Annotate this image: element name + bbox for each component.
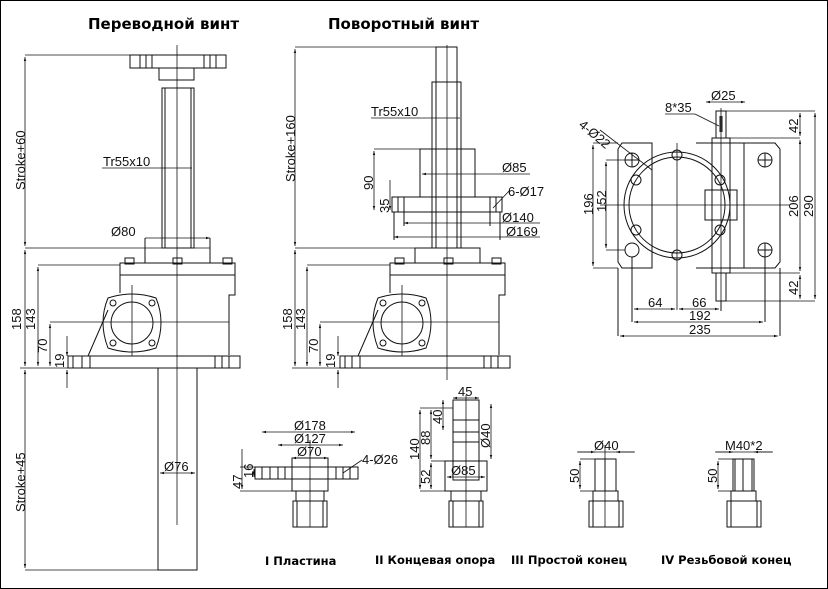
dim-thread-rot: Tr55x10	[371, 104, 418, 119]
dim-52: 52	[418, 470, 433, 484]
dim-42-bottom: 42	[786, 281, 801, 295]
caption-end-support: II Концевая опора	[375, 553, 495, 567]
dim-stroke-top: Stroke+60	[13, 130, 28, 190]
dim-192: 192	[689, 308, 711, 323]
dim-mount-holes: 4-Ø22	[576, 117, 613, 152]
dim-50-plain: 50	[567, 469, 582, 483]
dim-cover-dia: Ø80	[111, 224, 136, 239]
translating-screw-view: Stroke+60 Tr55x10 Ø80 158 143 70 19	[9, 45, 241, 571]
plain-end-detail: Ø40 50	[567, 438, 635, 528]
top-flange	[129, 54, 227, 69]
caption-plate: I Пластина	[265, 554, 336, 568]
dim-152: 152	[594, 190, 609, 212]
dim-19: 19	[52, 354, 67, 368]
dim-290: 290	[801, 195, 816, 217]
base-plate	[67, 355, 241, 369]
dim-stroke-bottom: Stroke+45	[13, 452, 28, 512]
dim-16: 16	[241, 464, 256, 478]
dim-stroke: Stroke+160	[283, 115, 298, 182]
dim-19-rot: 19	[323, 354, 338, 368]
dim-158: 158	[9, 308, 24, 330]
caption-plain-end: III Простой конец	[511, 553, 627, 567]
dim-158-rot: 158	[280, 308, 295, 330]
dim-50-thread: 50	[705, 469, 720, 483]
nut-flange	[391, 196, 503, 213]
dim-143-rot: 143	[293, 308, 308, 330]
end-support-detail: 45 140 88 40 52 Ø40 Ø85	[407, 384, 493, 528]
title-translating-screw: Переводной винт	[88, 15, 239, 33]
dim-140: 140	[407, 438, 422, 460]
dim-40-plain: Ø40	[594, 438, 619, 453]
dim-235: 235	[689, 322, 711, 337]
flange-nut	[419, 148, 476, 198]
dim-88: 88	[418, 431, 433, 445]
dim-35: 35	[377, 199, 392, 213]
dim-tube-dia: Ø76	[164, 459, 189, 474]
protective-tube	[157, 367, 198, 571]
dim-90: 90	[361, 176, 376, 190]
motor-flange	[102, 293, 162, 353]
dim-70-plate: Ø70	[297, 444, 322, 459]
dim-40: 40	[430, 410, 445, 424]
dim-40-dia: Ø40	[478, 423, 493, 448]
dim-nut-dia: Ø85	[502, 160, 527, 175]
dim-70-rot: 70	[306, 339, 321, 353]
top-view: Ø25 8*35 4-Ø22 196 152 42 206 290 42 64 …	[576, 88, 817, 338]
dim-holes: 6-Ø17	[508, 184, 544, 199]
dim-47: 47	[230, 475, 245, 489]
dim-196: 196	[581, 193, 596, 215]
plate-detail: Ø178 Ø127 Ø70 4-Ø26 47 16	[230, 418, 398, 528]
dim-85-support: Ø85	[451, 463, 476, 478]
base-plate-rot	[339, 355, 511, 369]
motor-flange-rot	[372, 293, 432, 353]
dim-flange-dia: Ø169	[506, 224, 538, 239]
dim-pcd: Ø140	[502, 210, 534, 225]
dim-127: Ø127	[294, 431, 326, 446]
dim-70: 70	[35, 339, 50, 353]
dim-45: 45	[458, 384, 472, 399]
dim-178: Ø178	[294, 418, 326, 433]
rotating-screw-view: Stroke+160 Tr55x10 90 35 Ø85 6-Ø17 Ø140 …	[280, 45, 544, 388]
dim-thread: Tr55x10	[103, 154, 150, 169]
dim-plate-holes: 4-Ø26	[362, 452, 398, 467]
dim-143: 143	[23, 308, 38, 330]
dim-key: 8*35	[665, 100, 692, 115]
dim-shaft-dia: Ø25	[711, 88, 736, 103]
dim-206: 206	[786, 195, 801, 217]
dim-66: 66	[692, 295, 706, 310]
caption-threaded-end: IV Резьбовой конец	[661, 553, 792, 567]
dim-thread-end: M40*2	[725, 438, 763, 453]
dim-64: 64	[648, 295, 662, 310]
threaded-end-detail: M40*2 50	[705, 438, 773, 528]
title-rotating-screw: Поворотный винт	[328, 15, 479, 33]
dim-42-top: 42	[786, 119, 801, 133]
